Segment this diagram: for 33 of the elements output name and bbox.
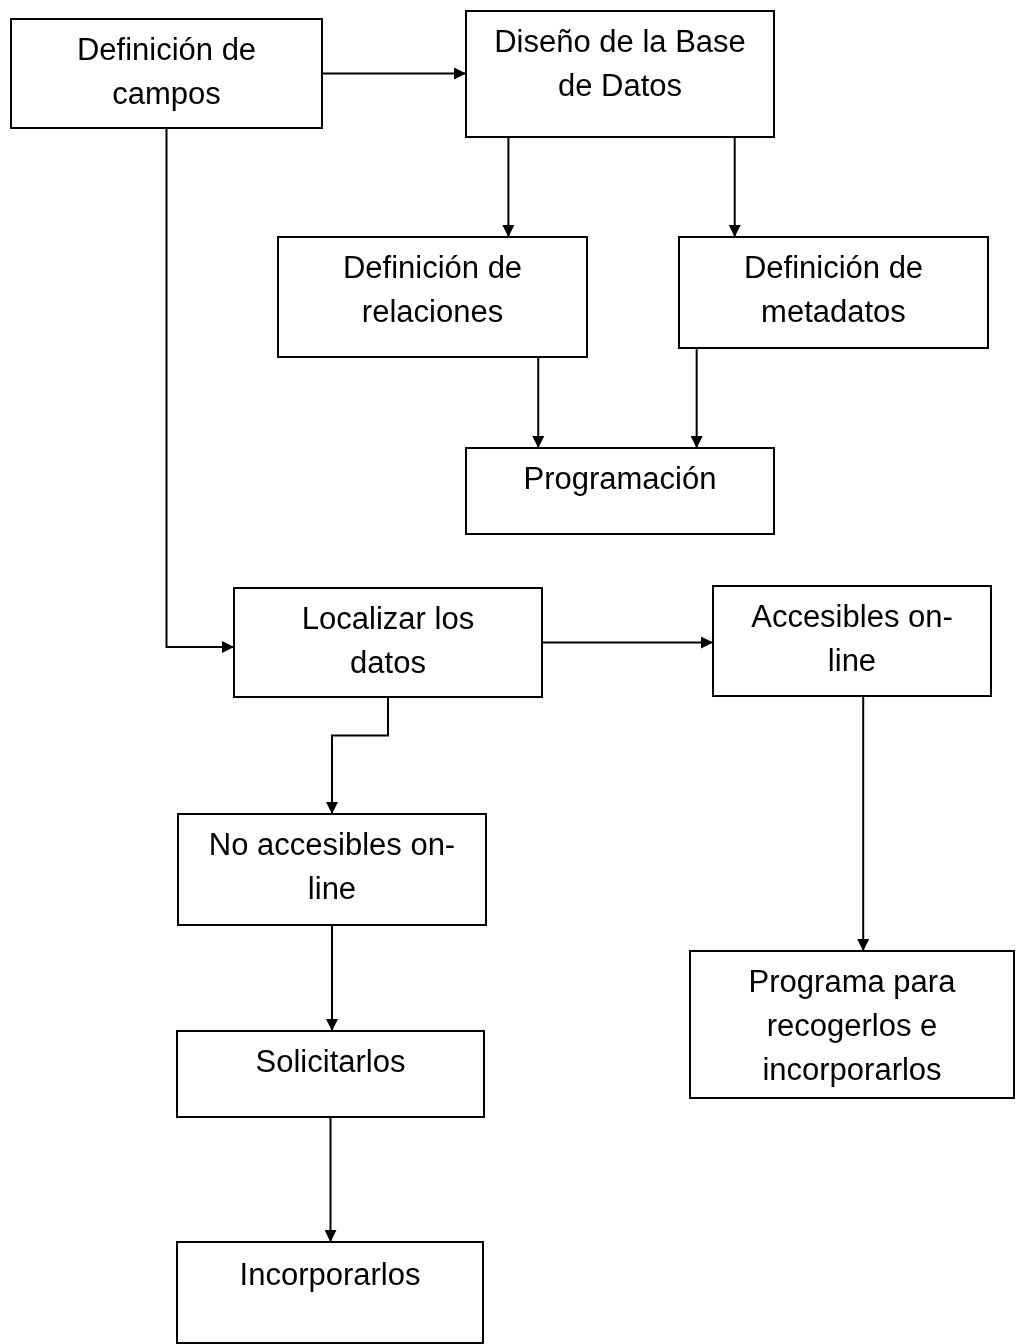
process-box — [176, 1030, 485, 1118]
process-box — [277, 236, 588, 358]
arrow — [165, 128, 234, 653]
process-box — [689, 950, 1015, 1099]
box-label: Programación — [523, 460, 717, 498]
box-label: Diseño de la Base de Datos — [493, 23, 747, 105]
arrow — [728, 137, 741, 237]
process-box — [176, 1241, 484, 1344]
box-label: Incorporarlos — [239, 1256, 421, 1294]
arrow — [326, 697, 389, 814]
process-box — [10, 18, 323, 129]
box-label: Definición de relaciones — [341, 249, 524, 331]
process-box — [233, 587, 543, 698]
box-label: Localizar los datos — [300, 600, 476, 682]
arrow — [502, 137, 515, 237]
box-label: Definición de metadatos — [742, 249, 925, 331]
box-label: Solicitarlos — [255, 1043, 406, 1081]
arrow — [322, 67, 466, 80]
process-box — [678, 236, 989, 349]
arrow — [326, 925, 338, 1031]
arrow — [690, 348, 703, 448]
arrow — [532, 357, 545, 448]
arrow — [324, 1117, 337, 1242]
box-label: No accesibles on-line — [207, 826, 457, 908]
box-label: Accesibles on-line — [750, 598, 954, 680]
box-label: Definición de campos — [75, 31, 258, 113]
process-box — [465, 10, 775, 138]
arrow — [542, 636, 713, 649]
arrow — [857, 696, 870, 951]
process-box — [177, 813, 487, 926]
box-label: Programa para recogerlos e incorporarlos — [747, 963, 957, 1089]
process-box — [465, 447, 775, 535]
process-box — [712, 585, 992, 697]
